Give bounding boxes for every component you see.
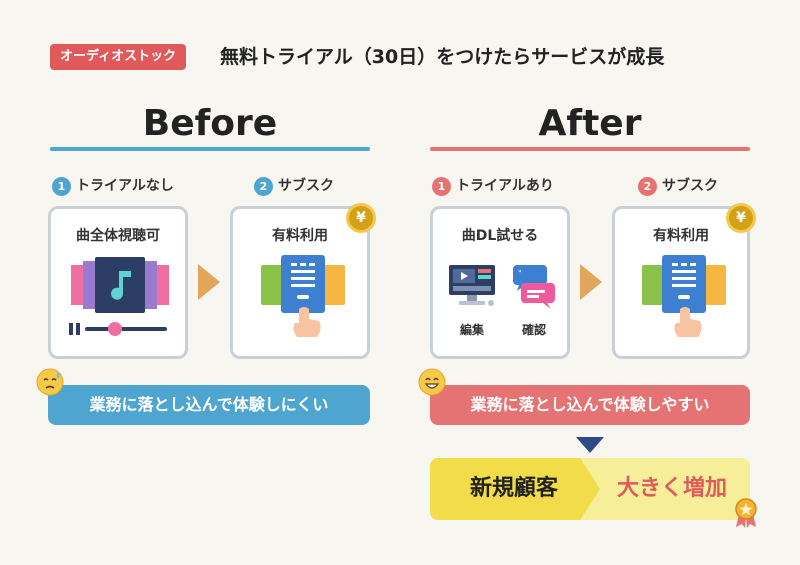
after-card-trial: 曲DL試せる " 編集 確認 [430,206,570,359]
before-title: Before [142,103,278,144]
edit-label: 編集 [459,323,484,337]
step-label: サブスク [662,178,718,194]
step-label: トライアルなし [76,178,174,194]
after-step-1: 1 トライアルあり [432,176,554,196]
result-left: 新規顧客 [469,476,558,501]
arrow-right-icon [580,264,602,300]
result-box: 新規顧客 大きく増加 [430,458,750,520]
step-number: 2 [638,176,657,196]
grin-face-icon [418,368,446,396]
card-title: 有料利用 [272,228,328,244]
before-step-1: 1 トライアルなし [52,176,174,196]
after-step-2: 2 サブスク [638,176,718,196]
step-label: サブスク [278,178,334,194]
yen-coin-icon: ¥ [726,203,756,233]
before-banner: 業務に落とし込んで体験しにくい [48,385,370,425]
card-title: 曲DL試せる [461,228,539,244]
before-rule [50,147,370,151]
chat-bubbles-icon: " [513,265,555,309]
result-right: 大きく増加 [616,476,727,501]
before-card-subscription: 有料利用 ¥ [230,203,376,359]
medal-icon [735,498,757,528]
yen-coin-icon: ¥ [346,203,376,233]
after-rule [430,147,750,151]
step-label: トライアルあり [456,178,554,194]
arrow-down-icon [576,437,604,453]
confirm-label: 確認 [521,323,546,337]
brand-tag: オーディオストック [50,44,187,70]
tap-card-icon [642,255,726,337]
music-player-icon [69,257,169,336]
after-banner: 業務に落とし込んで体験しやすい [430,385,750,425]
before-card-preview: 曲全体視聴可 [48,206,188,359]
card-title: 有料利用 [653,228,709,244]
step-number: 1 [432,176,451,196]
after-card-subscription: 有料利用 ¥ [612,203,756,359]
after-title: After [538,103,642,144]
svg-text:": " [518,269,522,278]
card-title: 曲全体視聴可 [76,228,160,244]
step-number: 1 [52,176,71,196]
before-step-2: 2 サブスク [254,176,334,196]
arrow-right-icon [198,264,220,300]
sweat-face-icon [36,368,64,396]
step-number: 2 [254,176,273,196]
video-editor-icon [449,265,495,306]
tap-card-icon [261,255,345,337]
result-chevron [430,458,600,520]
headline: 無料トライアル（30日）をつけたらサービスが成長 [220,46,665,68]
